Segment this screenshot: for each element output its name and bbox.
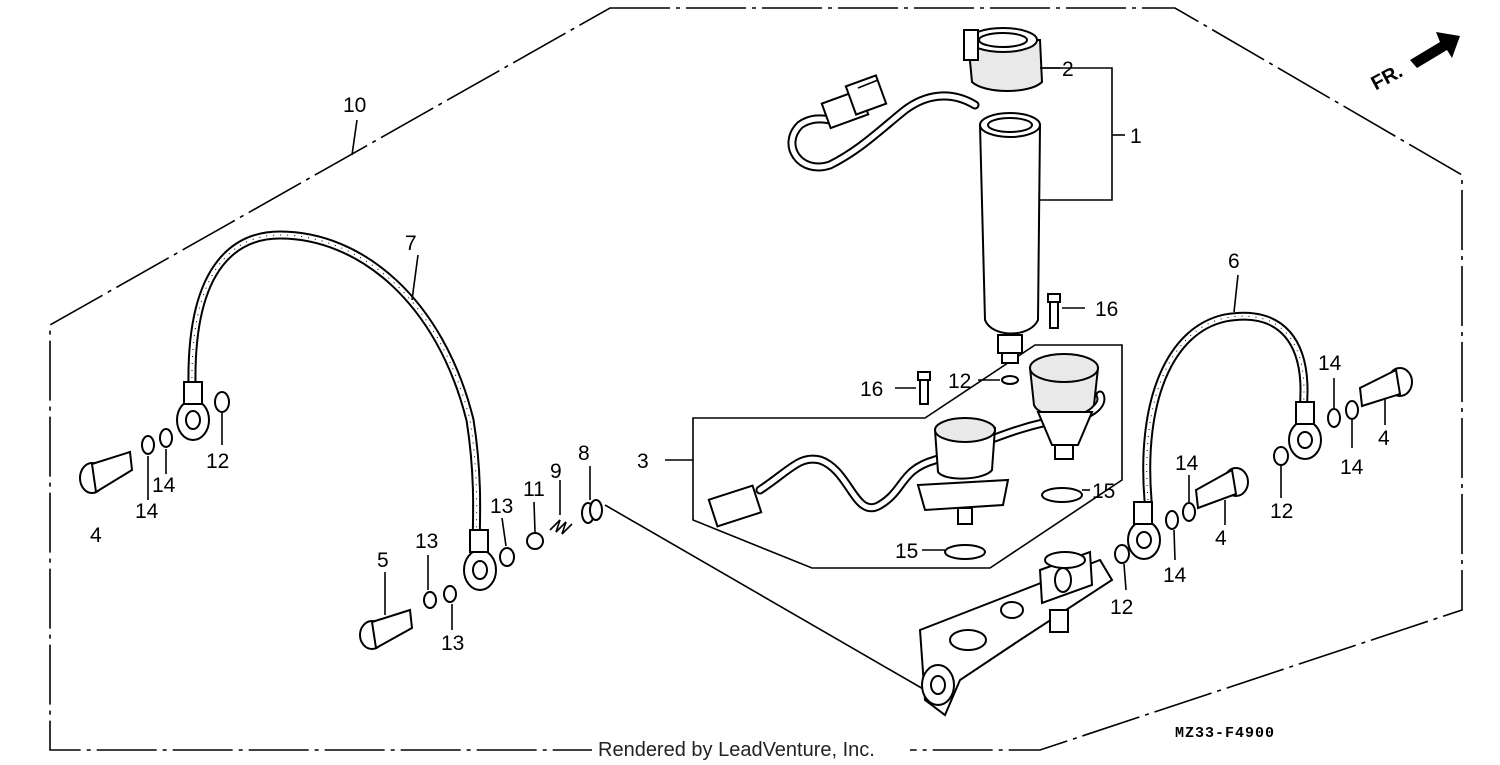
fuel-hose-6 — [1127, 311, 1322, 560]
pump-assembly — [707, 353, 1106, 528]
banjo-bolt-4-right-top — [1358, 367, 1413, 408]
callout-11: 11 — [523, 478, 545, 501]
callout-6: 6 — [1228, 250, 1240, 273]
callout-13-a: 13 — [415, 530, 438, 553]
pump-assembly-boundary — [692, 344, 1123, 569]
callout-4-mid: 4 — [1215, 527, 1227, 550]
callout-5: 5 — [377, 549, 389, 572]
assembly-connector — [707, 484, 763, 528]
pump-rubber-sleeve — [963, 27, 1044, 92]
banjo-bolt-4-left — [79, 450, 134, 494]
credit-backdrop — [592, 738, 910, 762]
fuel-hose-7 — [176, 230, 497, 591]
fuel-pump — [787, 27, 1044, 364]
washer-12-pump — [1001, 375, 1019, 385]
fuel-joint — [918, 550, 1114, 717]
spring-9 — [549, 519, 573, 535]
washer-14-right-a — [1327, 408, 1341, 428]
washer-12-mid — [1114, 544, 1130, 564]
callout-13-c: 13 — [490, 495, 513, 518]
callout-15-bottom: 15 — [895, 540, 918, 563]
callout-2: 2 — [1062, 58, 1074, 81]
diagram-code: MZ33-F4900 — [1175, 725, 1275, 742]
callout-14-mid-b: 14 — [1163, 564, 1187, 587]
callout-14-mid-a: 14 — [1175, 452, 1199, 475]
washer-13-c — [499, 547, 515, 567]
callout-12-left: 12 — [206, 450, 229, 473]
washer-12-left — [214, 391, 230, 413]
callout-10: 10 — [343, 94, 366, 117]
ball-11 — [526, 532, 544, 550]
callout-16-lower: 16 — [860, 378, 883, 401]
callout-14-left-a: 14 — [152, 474, 176, 497]
washer-14-mid-b — [1182, 502, 1196, 522]
banjo-bolt-4-mid — [1194, 467, 1249, 510]
callout-15-right: 15 — [1092, 480, 1115, 503]
callout-4-right-top: 4 — [1378, 427, 1390, 450]
washer-14-mid-a — [1165, 510, 1179, 530]
washer-14-left-a — [141, 435, 155, 455]
seat-8 — [581, 499, 603, 524]
callout-13-b: 13 — [441, 632, 464, 655]
callout-14-left-b: 14 — [135, 500, 159, 523]
assembly-boundary — [49, 7, 1463, 751]
o-ring-15-right — [1041, 487, 1083, 503]
callout-3: 3 — [637, 450, 649, 473]
o-ring-15-bottom — [944, 544, 986, 560]
callout-16-upper: 16 — [1095, 298, 1118, 321]
washer-13-b — [443, 585, 457, 603]
front-direction-arrow: FR. — [1368, 32, 1460, 95]
bolt-16-upper — [1047, 293, 1085, 329]
callout-7: 7 — [405, 232, 417, 255]
washer-14-right-b — [1345, 400, 1359, 420]
bolt-16-lower — [895, 371, 931, 405]
callout-4-left: 4 — [90, 524, 102, 547]
callout-12-right: 12 — [1270, 500, 1293, 523]
callout-12-mid: 12 — [1110, 596, 1133, 619]
render-credit: Rendered by LeadVenture, Inc. — [598, 739, 875, 761]
bolt-5 — [359, 608, 414, 650]
pump-connector — [820, 74, 888, 130]
washer-12-right — [1273, 446, 1289, 466]
callout-14-right-a: 14 — [1318, 352, 1342, 375]
bracket-1-2 — [1040, 67, 1113, 201]
callout-8: 8 — [578, 442, 590, 465]
callout-9: 9 — [550, 460, 562, 483]
washer-13-a — [423, 591, 437, 609]
callout-1: 1 — [1130, 125, 1142, 148]
callout-12-pump: 12 — [948, 370, 971, 393]
washer-14-left-b — [159, 428, 173, 448]
front-arrow-label: FR. — [1368, 60, 1407, 95]
callout-14-right-b: 14 — [1340, 456, 1364, 479]
